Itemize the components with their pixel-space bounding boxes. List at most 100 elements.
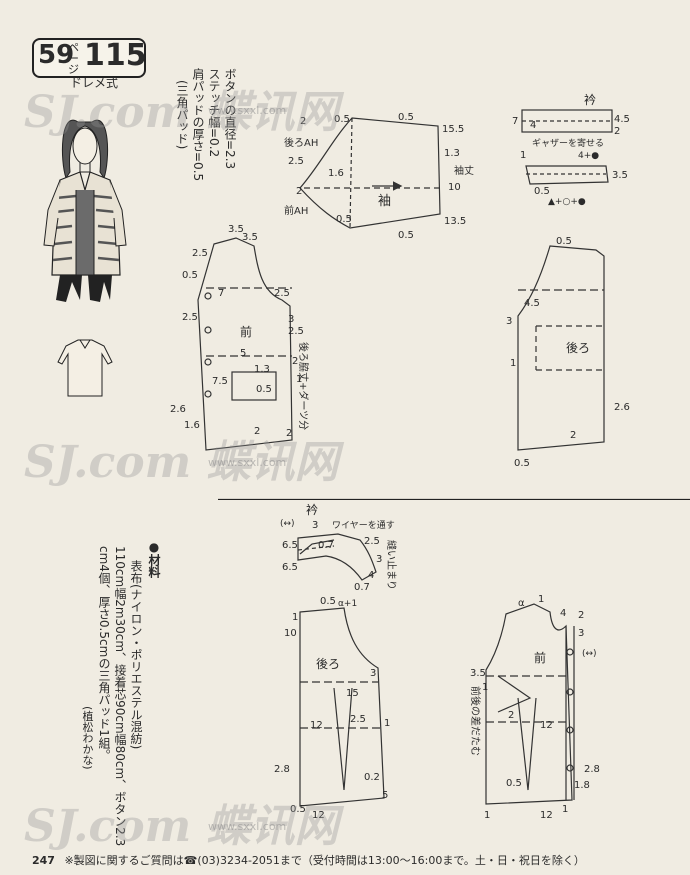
back-lower-dim-10: 0.2 [364,772,380,783]
front-upper-dim-17: 2.6 [170,404,186,415]
front-lower-dim-14: 12 [540,810,553,821]
back-lower-formula: α+1 [338,599,357,609]
sleeve-dim-3: 15.5 [442,124,464,135]
watermark-top-url: www.sxxl.com [208,104,287,117]
front-upper-dim-4: 0.5 [182,270,198,281]
note-stitch-width: ステッチ幅=0.2 [207,68,221,158]
style-label: ドレメ式 [70,76,119,90]
collar-top-note: ギャザーを寄せる [532,137,604,149]
front-upper-dim-13: 7.5 [212,376,228,387]
sleeve-back-ah: 後ろAH [284,136,318,149]
front-lower-dim-5: 3 [578,628,584,639]
back-upper-dim-7: 0.5 [514,458,530,469]
front-lower-dim-6: 3.5 [470,668,486,679]
sleeve-cuff-label: 袖丈 [454,164,474,177]
collar-bottom-dim-3: 6.5 [282,540,298,551]
front-upper-dim-1: 2.5 [192,248,208,259]
back-upper-dim-5: 2.6 [614,402,630,413]
footer-note: ※製図に関するご質問は☎(03)3234-2051まで（受付時間は13:00～1… [64,854,585,867]
back-upper-dim-2: 4.5 [524,298,540,309]
back-lower-dim-3: 10 [284,628,297,639]
sleeve-dim-11: 0.5 [336,214,352,225]
front-upper-dim-15: 0.5 [256,384,272,395]
front-upper-dim-3: 3.5 [242,232,258,243]
note-triangle-pad: (三角パッド) [175,80,189,150]
collar-top-formula1: 4+● [578,151,599,161]
front-upper-dim-7: 2.5 [182,312,198,323]
front-lower-dim-3: 4 [560,608,566,619]
collar-bottom-dim-6: 3 [376,554,382,565]
sleeve-dim-7: 2 [296,186,302,197]
materials-line1: 表布(ナイロン・ポリエステル混紡) [129,560,143,750]
collar-bottom-wire-note: ワイヤーを通す [332,520,395,531]
back-lower-dim-11: 5 [382,790,388,801]
front-upper-dim-12: 1 [296,374,302,385]
back-lower-dim-9: 2.8 [274,764,290,775]
watermark-top: SJ.com 蝶讯网 [24,87,339,138]
materials-title: ●材料 [147,540,161,578]
page-badge [32,38,146,78]
back-lower-dim-13: 0.5 [290,804,306,815]
front-lower-dim-9: 12 [540,720,553,731]
back-lower-dim-12: 12 [312,810,325,821]
collar-top-dim-3: 4.5 [614,114,630,125]
lower-pattern-drafts: 衿 ワイヤーを通す 縫い止まり (↔) 3 6.5 0.7 2.5 3 6.5 … [274,502,600,821]
collar-top-dim-5: 1 [520,150,526,161]
collar-bottom-dim-5: 2.5 [364,536,380,547]
collar-bottom-title: 衿 [306,502,318,517]
footer: 247 ※製図に関するご質問は☎(03)3234-2051まで（受付時間は13:… [32,852,585,868]
front-lower-dim-13: 1 [484,810,490,821]
front-upper-dim-10: 5 [240,348,246,359]
back-upper-dim-1: 0.5 [556,236,572,247]
page-number: 59 [38,40,75,70]
back-upper-dim-6: 2 [570,430,576,441]
sleeve-dim-4: 1.3 [444,148,460,159]
sleeve-dim-8: 10 [448,182,461,193]
back-lower-dim-4: 3 [370,668,376,679]
sleeve-dim-10: 13.5 [444,216,466,227]
sleeve-front-ah: 前AH [284,204,308,217]
back-lower-dim-7: 2.5 [350,714,366,725]
front-upper-dim-8: 3 [288,314,294,325]
front-upper-dim-19: 2 [286,428,292,439]
back-lower-dim-2: 1 [292,612,298,623]
collar-bottom-dim-7: 6.5 [282,562,298,573]
back-lower-dim-1: 0.5 [320,596,336,607]
sleeve-title: 袖 [378,194,391,209]
watermark-middle-url: www.sxxl.com [208,456,287,469]
collar-top-dim-2: 4 [530,120,536,131]
model-number: 115 [84,38,147,73]
upper-pattern-drafts: 袖 後ろAH 前AH 袖丈 0.5 0.5 15.5 1.3 2.5 1.6 2… [170,92,690,500]
back-lower-title: 後ろ [316,657,340,671]
watermark-bottom-url: www.sxxl.com [208,820,287,833]
front-lower-dim-12: 0.5 [506,778,522,789]
front-lower-dim-16: (↔) [582,649,597,659]
materials-line3: cm4個、厚さ0.5cmの三角パッド1組。 [97,546,111,761]
front-upper-dart-note: 後ろ脇丈+ダーツ分 [297,342,310,430]
note-button-diameter: ボタンの直径=2.3 [223,68,237,170]
front-lower-title: 前 [534,650,546,665]
front-lower-dim-10: 2.8 [584,764,600,775]
sleeve-dim-2: 0.5 [398,112,414,123]
front-lower-dim-15: 1 [562,804,568,815]
collar-top-dim-4: 2 [614,126,620,137]
watermark-middle: SJ.com 蝶讯网 [24,437,339,488]
materials-credit: (植松わかな) [81,706,94,770]
note-pad-thickness: 肩パッドの厚さ=0.5 [191,68,205,182]
sleeve-dim-6: 1.6 [328,168,344,179]
front-upper-dim-16: 2 [254,426,260,437]
sleeve-dim-12: 2 [300,116,306,127]
back-lower-dim-5: 15 [346,688,359,699]
front-upper-dim-11: 2 [292,356,298,367]
front-lower-side-note: 前後の差だたむ [469,686,482,756]
front-lower-dim-2: 1 [538,594,544,605]
front-upper-dim-9: 2.5 [288,326,304,337]
collar-top-dim-6: 3.5 [612,170,628,181]
materials-line2: 110cm幅2m30cm、接着芯90cm幅80cm、ボタン2.3 [113,546,127,847]
fashion-illustration [43,119,127,397]
collar-top-dim-7: 0.5 [534,186,550,197]
front-upper-title: 前 [240,324,252,339]
front-lower-dim-4: 2 [578,610,584,621]
footer-page-number: 247 [32,854,55,867]
collar-bottom-fold-note: 縫い止まり [385,540,398,590]
